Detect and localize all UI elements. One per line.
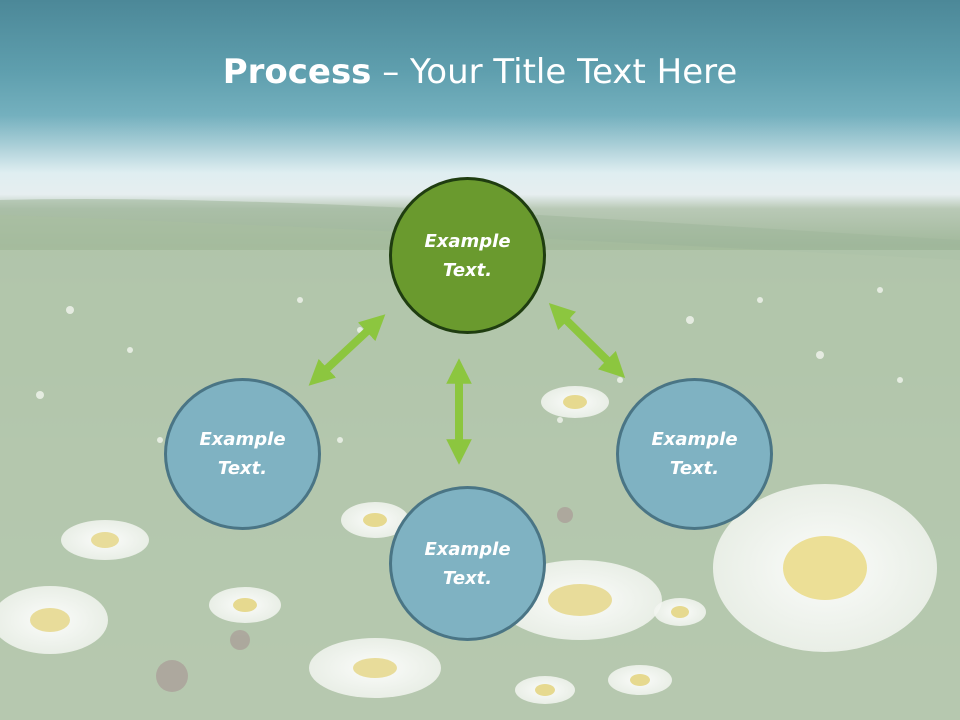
node-left[interactable]: Example Text. (164, 378, 321, 530)
arrow-right-top (548, 303, 626, 378)
page-title: Process – Your Title Text Here (0, 52, 960, 92)
node-right-line2: Text. (669, 458, 720, 479)
node-bottom-line1: Example (424, 538, 511, 560)
node-top-line2: Text. (442, 259, 493, 281)
node-bottom-line2: Text. (442, 567, 493, 589)
node-top[interactable]: Example Text. (389, 177, 546, 334)
node-top-line1: Example (424, 230, 511, 252)
node-left-line2: Text. (217, 458, 268, 479)
title-rest: – Your Title Text Here (371, 52, 738, 92)
arrow-left-top (308, 314, 386, 386)
node-bottom[interactable]: Example Text. (389, 486, 546, 641)
title-bold: Process (222, 52, 372, 92)
node-right-line1: Example (651, 429, 738, 450)
node-right[interactable]: Example Text. (616, 378, 773, 530)
node-left-line1: Example (199, 429, 286, 450)
